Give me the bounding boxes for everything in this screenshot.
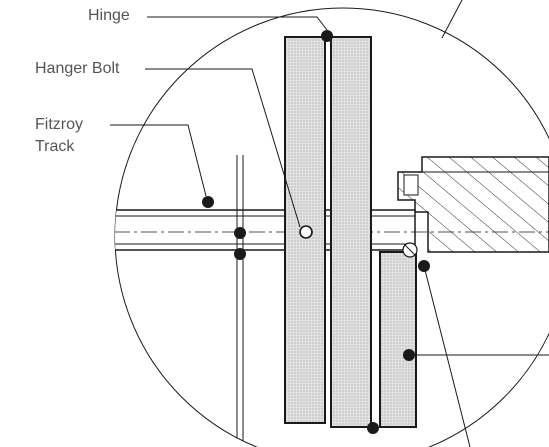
leader-hanger-bolt [145, 68, 301, 228]
frame-section [397, 156, 549, 253]
label-fitzroy-track: Fitzroy Track [35, 116, 83, 155]
dot-track-upper [234, 227, 246, 239]
leader-hinge [147, 16, 328, 31]
label-hanger-bolt: Hanger Bolt [35, 60, 120, 77]
dot-track [202, 196, 214, 208]
leader-fitzroy-track [110, 124, 207, 197]
door-panel-right [379, 251, 417, 428]
hanger-bolt-marker [299, 225, 313, 239]
label-hinge: Hinge [88, 7, 130, 24]
dot-bottom [367, 422, 379, 434]
dot-hinge [321, 30, 333, 42]
dot-track-lower [234, 248, 246, 260]
door-panel-middle [330, 36, 372, 428]
leader-lower [423, 265, 471, 447]
leader-top-right [441, 0, 463, 39]
dot-panel [403, 349, 415, 361]
